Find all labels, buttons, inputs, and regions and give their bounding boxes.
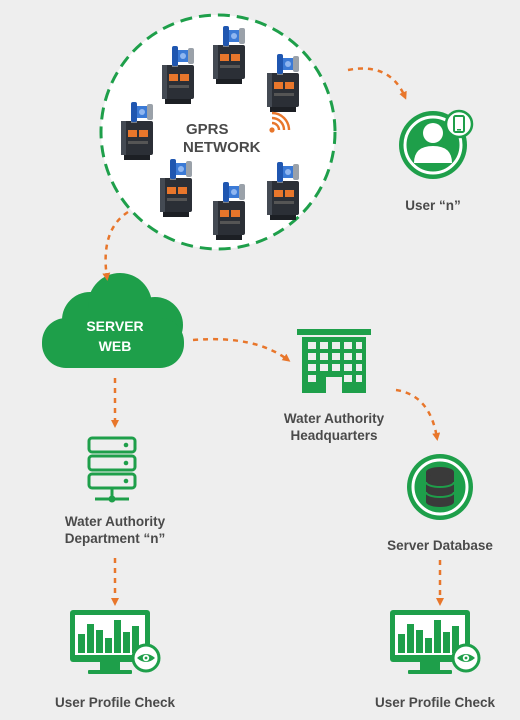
department-label-line1: Water Authority — [64, 514, 166, 529]
server-rack-leds — [108, 442, 129, 503]
user-n-label: User “n” — [393, 197, 473, 214]
monitor-chart-icon — [388, 608, 481, 676]
database-icon — [407, 454, 473, 520]
server-web-line2: WEB — [99, 338, 132, 354]
headquarters-label-line2: Headquarters — [290, 428, 378, 443]
server-web-line1: SERVER — [86, 318, 143, 334]
user-n-label-text: User “n” — [405, 198, 461, 213]
arrow-headquarters-to-database — [395, 388, 441, 441]
server-database-label-text: Server Database — [387, 538, 493, 553]
profile-check-left-label: User Profile Check — [40, 694, 190, 711]
headquarters-label: Water Authority Headquarters — [254, 410, 414, 444]
department-label: Water Authority Department “n” — [35, 513, 195, 547]
arrow-cloud-to-building — [192, 337, 291, 362]
headquarters-label-line1: Water Authority — [283, 411, 385, 426]
monitor-chart-icon — [68, 608, 161, 676]
profile-check-right-label: User Profile Check — [360, 694, 510, 711]
department-label-line2: Department “n” — [64, 531, 166, 546]
connectors — [102, 67, 444, 606]
server-database-label: Server Database — [370, 537, 510, 554]
profile-check-left-text: User Profile Check — [54, 695, 176, 710]
server-rack-icon — [87, 436, 137, 501]
arrow-network-to-user — [347, 67, 407, 100]
cloud-icon — [42, 273, 184, 368]
smartphone-icon — [444, 109, 474, 139]
wifi-signal-icon — [269, 111, 291, 133]
arrow-network-to-cloud — [102, 210, 129, 281]
network-label-line1: GPRS — [186, 121, 229, 138]
network-label-line2: NETWORK — [183, 139, 261, 156]
profile-check-right-text: User Profile Check — [374, 695, 496, 710]
building-icon — [297, 329, 371, 393]
